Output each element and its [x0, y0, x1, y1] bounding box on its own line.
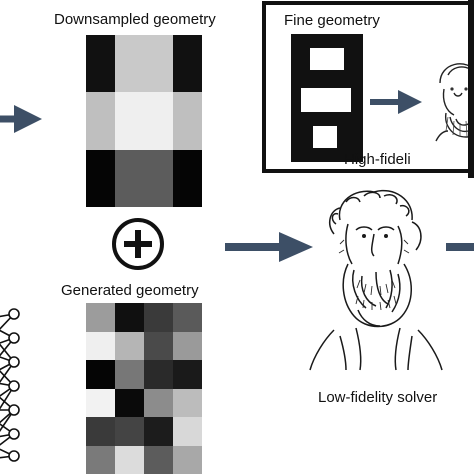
generated-geometry-grid	[86, 303, 202, 474]
arrow-fine-icon	[370, 90, 422, 114]
generated-geometry-cell	[86, 303, 115, 332]
high-fidelity-label: High-fideli	[344, 151, 411, 168]
high-fidelity-portrait	[435, 63, 474, 142]
generated-geometry-cell	[173, 445, 202, 474]
fine-geometry-panel: Fine geometry	[262, 1, 474, 173]
generated-geometry-cell	[86, 388, 115, 417]
downsampled-geometry-cell	[86, 92, 115, 150]
arrow-middle-icon	[225, 232, 313, 262]
generated-geometry-cell	[86, 360, 115, 389]
downsampled-geometry-grid	[86, 35, 202, 207]
generated-geometry-cell	[173, 417, 202, 446]
right-panel-edge	[468, 0, 474, 178]
low-fidelity-portrait	[309, 189, 443, 371]
generated-geometry-cell	[115, 331, 144, 360]
downsampled-geometry-cell	[115, 35, 144, 93]
downsampled-geometry-cell	[144, 149, 173, 207]
downsampled-geometry-label: Downsampled geometry	[54, 11, 216, 28]
arrow-right-icon	[446, 243, 474, 251]
generated-geometry-cell	[144, 445, 173, 474]
generated-geometry-cell	[173, 303, 202, 332]
downsampled-geometry-cell	[173, 35, 202, 93]
downsampled-geometry-cell	[173, 92, 202, 150]
fine-geometry-label: Fine geometry	[284, 12, 380, 29]
generated-geometry-cell	[144, 331, 173, 360]
downsampled-geometry-cell	[144, 92, 173, 150]
generated-geometry-cell	[173, 388, 202, 417]
generated-geometry-cell	[144, 417, 173, 446]
generated-geometry-cell	[115, 417, 144, 446]
generated-geometry-cell	[86, 417, 115, 446]
generated-geometry-cell	[115, 360, 144, 389]
generated-geometry-cell	[173, 331, 202, 360]
generated-geometry-cell	[173, 360, 202, 389]
generated-geometry-cell	[115, 388, 144, 417]
downsampled-geometry-cell	[173, 149, 202, 207]
downsampled-geometry-cell	[86, 149, 115, 207]
generated-geometry-cell	[144, 303, 173, 332]
neural-network-icon	[0, 308, 20, 462]
downsampled-geometry-cell	[144, 35, 173, 93]
generated-geometry-cell	[144, 388, 173, 417]
generated-geometry-cell	[115, 445, 144, 474]
downsampled-geometry-cell	[115, 92, 144, 150]
arrow-left-icon	[0, 105, 42, 133]
generated-geometry-cell	[144, 360, 173, 389]
generated-geometry-label: Generated geometry	[61, 282, 199, 299]
downsampled-geometry-cell	[115, 149, 144, 207]
low-fidelity-solver-label: Low-fidelity solver	[318, 389, 438, 406]
circled-plus-icon	[112, 218, 164, 270]
fine-geometry-shape	[291, 34, 363, 162]
generated-geometry-cell	[86, 331, 115, 360]
generated-geometry-cell	[115, 303, 144, 332]
downsampled-geometry-cell	[86, 35, 115, 93]
generated-geometry-cell	[86, 445, 115, 474]
